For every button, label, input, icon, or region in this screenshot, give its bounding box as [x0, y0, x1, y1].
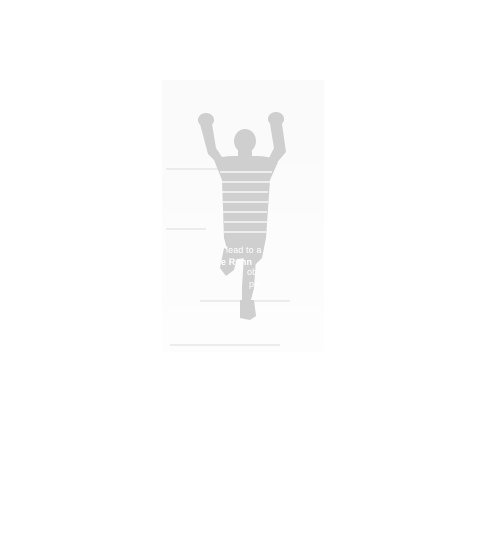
faded-line [166, 228, 206, 230]
overlay-text-line: ob [247, 267, 258, 277]
overlay-text-line: lead to a [226, 245, 262, 255]
faded-line [166, 168, 226, 170]
faded-line [170, 344, 280, 346]
overlay-text-line: pe [249, 279, 260, 289]
overlay-text-line: e Runn [221, 257, 253, 267]
runner-silhouette-icon [198, 112, 286, 320]
